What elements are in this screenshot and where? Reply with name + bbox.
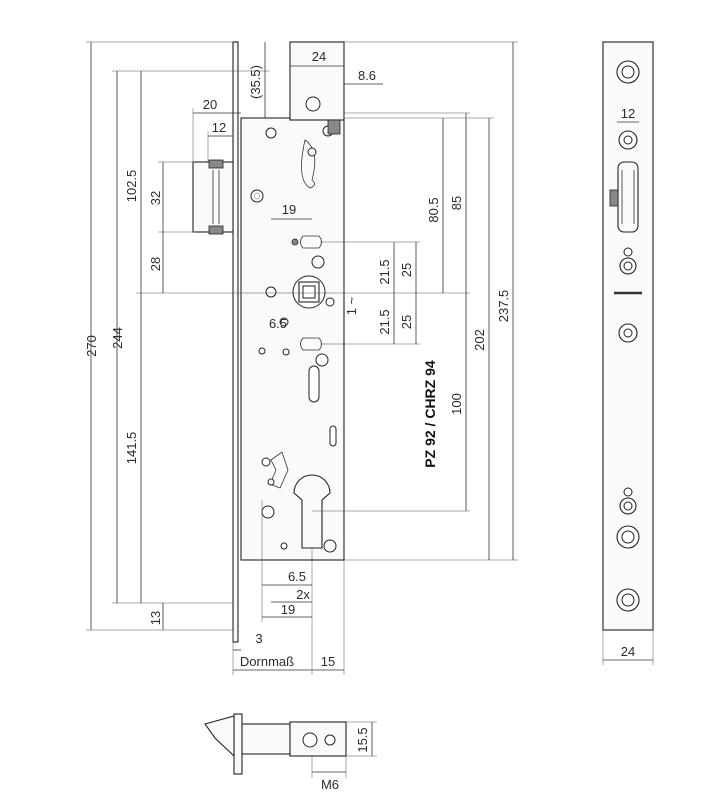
dim-102-5: 102.5 — [124, 170, 139, 203]
dim-12-side: 12 — [621, 106, 635, 121]
dim-20: 20 — [203, 97, 217, 112]
dim-1: 1 ~ — [344, 296, 359, 315]
bottom-cross-section-view — [204, 713, 377, 778]
dim-15-5: 15.5 — [355, 727, 370, 752]
dim-15: 15 — [321, 654, 335, 669]
dim-8-6: 8.6 — [358, 68, 376, 83]
dimension-labels: 270 244 102.5 32 28 141.5 13 20 12 (35.5… — [84, 49, 635, 792]
dim-21-5-upper: 21.5 — [377, 259, 392, 284]
lock-body-front-view — [192, 41, 345, 643]
dimension-lines-main — [86, 41, 518, 675]
faceplate-side-view — [602, 41, 654, 665]
dim-244: 244 — [110, 327, 125, 349]
dim-25-lower: 25 — [399, 315, 414, 329]
dim-3: 3 — [255, 631, 262, 646]
dim-28: 28 — [148, 257, 163, 271]
model-label: PZ 92 / CHRZ 94 — [422, 360, 438, 468]
dim-6-5-bottom: 6.5 — [288, 569, 306, 584]
dim-13: 13 — [148, 611, 163, 625]
dim-270: 270 — [84, 335, 99, 357]
dim-237-5: 237.5 — [496, 290, 511, 323]
dim-24-side: 24 — [621, 644, 635, 659]
dim-80-5: 80.5 — [426, 197, 441, 222]
dim-21-5-lower: 21.5 — [377, 309, 392, 334]
dim-32: 32 — [148, 191, 163, 205]
dim-12-top: 12 — [212, 120, 226, 135]
dim-6-5-top: 6.5 — [269, 316, 287, 331]
dim-m6: M6 — [321, 777, 339, 792]
dim-35-5: (35.5) — [248, 65, 263, 99]
dim-100: 100 — [449, 393, 464, 415]
dim-141-5: 141.5 — [124, 432, 139, 465]
dim-19-bottom: 19 — [281, 602, 295, 617]
dim-25-upper: 25 — [399, 263, 414, 277]
dim-2x: 2x — [296, 587, 310, 602]
dim-202: 202 — [472, 329, 487, 351]
dim-19-top: 19 — [282, 202, 296, 217]
dim-24-top: 24 — [312, 49, 326, 64]
dim-85: 85 — [449, 196, 464, 210]
dim-dornmass: Dornmaß — [240, 654, 294, 669]
